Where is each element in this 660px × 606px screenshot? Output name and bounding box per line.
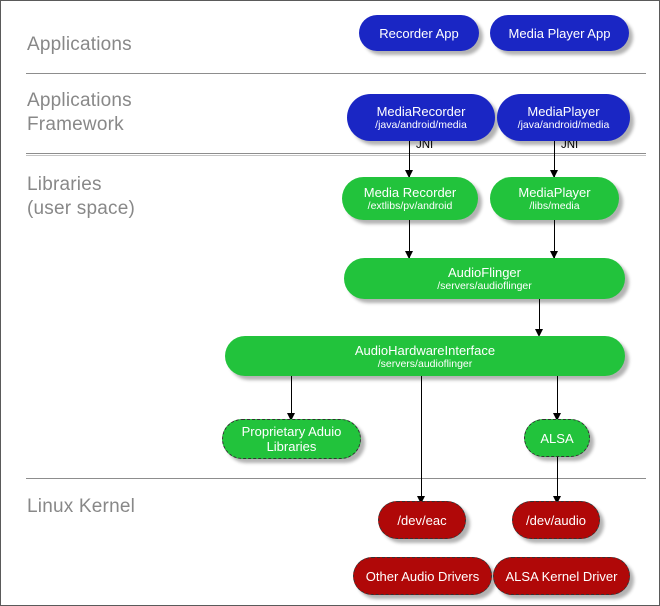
arrowhead-ahi-to-proprietary [286,413,295,421]
connector-alsa-to-dev-audio [557,456,558,502]
arrowhead-audioflinger-to-audiohardwareinterface [534,329,543,337]
node-audiohardwareinterface-title: AudioHardwareInterface [354,342,496,358]
arrowhead-mediaplayerlib-to-audioflinger [549,251,558,259]
connector-ahi-to-proprietary [291,376,292,420]
connector-mediaplayerlib-to-audioflinger [554,220,555,258]
node-dev-eac-title: /dev/eac [397,512,447,528]
divider-applications [26,73,646,74]
arrowhead-mediaplayer-to-lib [549,170,558,178]
layer-label-linux-kernel: Linux Kernel [27,496,136,517]
divider-linux-kernel [26,478,646,479]
node-alsa-kernel-driver[interactable]: ALSA Kernel Driver [493,557,630,595]
node-alsa-kernel-driver-title: ALSA Kernel Driver [505,568,618,584]
node-media-player-app-title: Media Player App [508,25,611,41]
node-mediaplayer-framework-title: MediaPlayer [527,104,600,119]
jni-label-left: JNI [416,139,434,151]
node-other-audio-drivers-title: Other Audio Drivers [365,568,480,584]
connector-mediaplayer-to-lib [554,141,555,177]
node-proprietary-audio-libraries-title: Proprietary Aduio Libraries [241,424,342,454]
node-alsa[interactable]: ALSA [524,419,590,457]
node-audiohardwareinterface-path: /servers/audioflinger [377,357,473,370]
node-media-recorder-lib-path: /extlibs/pv/android [367,200,453,212]
node-alsa-title: ALSA [540,430,574,446]
connector-ahi-to-dev-eac [421,376,422,502]
node-dev-audio[interactable]: /dev/audio [512,501,600,539]
node-mediaplayer-lib-path: /libs/media [529,200,580,212]
node-mediarecorder-framework-path: /java/android/media [375,119,467,131]
node-audiohardwareinterface[interactable]: AudioHardwareInterface /servers/audiofli… [225,336,625,376]
divider-framework [26,153,646,154]
node-media-player-app[interactable]: Media Player App [490,15,629,51]
node-mediaplayer-framework[interactable]: MediaPlayer /java/android/media [497,94,630,141]
arrowhead-mediarecorder-to-lib [404,170,413,178]
layer-label-applications: Applications [27,34,132,55]
node-media-recorder-lib-title: Media Recorder [363,185,457,200]
layer-label-libraries: Libraries (user space) [27,174,135,219]
arrowhead-mediarecorderlib-to-audioflinger [404,251,413,259]
arrowhead-ahi-to-dev-eac [416,496,425,504]
divider-libraries [26,155,646,156]
node-recorder-app[interactable]: Recorder App [359,15,479,51]
node-other-audio-drivers[interactable]: Other Audio Drivers [353,557,492,595]
node-dev-audio-title: /dev/audio [526,512,586,528]
node-recorder-app-title: Recorder App [379,25,459,41]
node-audioflinger[interactable]: AudioFlinger /servers/audioflinger [344,258,625,299]
layer-label-applications-framework: Applications Framework [27,90,132,135]
node-audioflinger-path: /servers/audioflinger [437,280,532,292]
arrowhead-alsa-to-dev-audio [552,496,561,504]
node-proprietary-audio-libraries[interactable]: Proprietary Aduio Libraries [222,419,361,459]
connector-audioflinger-to-audiohardwareinterface [539,299,540,335]
node-mediaplayer-lib-title: MediaPlayer [518,185,591,200]
arrowhead-ahi-to-alsa [552,413,561,421]
node-mediarecorder-framework[interactable]: MediaRecorder /java/android/media [347,94,495,141]
node-mediaplayer-lib[interactable]: MediaPlayer /libs/media [490,177,619,220]
node-mediarecorder-framework-title: MediaRecorder [376,104,466,119]
node-dev-eac[interactable]: /dev/eac [378,501,466,539]
connector-mediarecorderlib-to-audioflinger [409,220,410,258]
connector-mediarecorder-to-lib [409,141,410,177]
node-mediaplayer-framework-path: /java/android/media [517,119,610,131]
connector-ahi-to-alsa [557,376,558,420]
node-media-recorder-lib[interactable]: Media Recorder /extlibs/pv/android [342,177,478,220]
node-audioflinger-title: AudioFlinger [448,265,521,280]
jni-label-right: JNI [561,139,579,151]
